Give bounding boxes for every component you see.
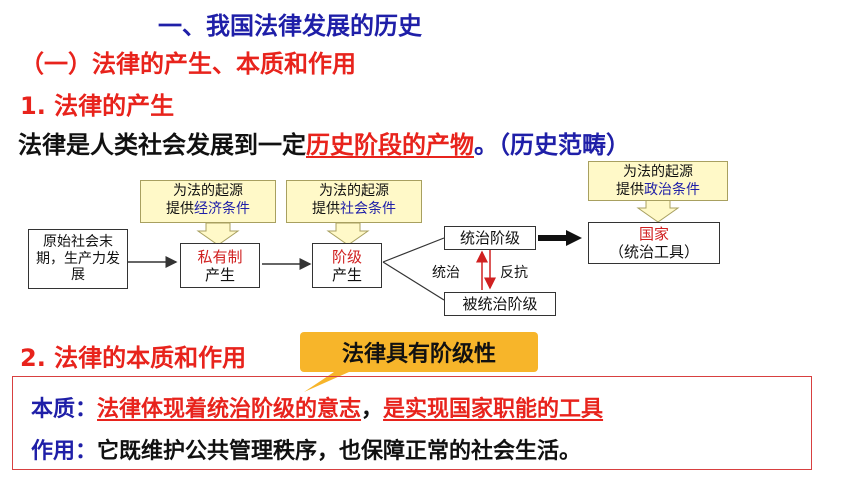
- essence-label: 本质：: [31, 397, 98, 422]
- branch-to-ruling: [382, 237, 445, 263]
- cond-economic-highlight: 经济条件: [194, 200, 250, 217]
- essence-part1: 法律体现着统治阶级的意志: [97, 397, 362, 422]
- state-sub: （统治工具）: [608, 243, 699, 261]
- class-box: 阶级 产生: [312, 243, 382, 288]
- cond-social: 为法的起源 提供社会条件: [286, 180, 422, 223]
- cond-social-prefix: 提供: [312, 200, 340, 217]
- ruled-class-box: 被统治阶级: [444, 292, 556, 316]
- branch-to-ruled: [382, 261, 445, 301]
- cond-economic-prefix: 提供: [166, 200, 194, 217]
- main-heading: 一、我国法律发展的历史: [158, 12, 422, 40]
- role-label: 作用：: [31, 439, 98, 464]
- callout-tail: [304, 368, 358, 392]
- cond-social-line1: 为法的起源: [319, 183, 389, 199]
- start-box: 原始社会末期，生产力发展: [28, 229, 128, 289]
- cond-arrow-3: [636, 199, 680, 223]
- origin-highlight: 历史阶段的产物: [306, 131, 474, 159]
- cond-political-highlight: 政治条件: [644, 181, 700, 198]
- origin-suffix: 。（历史范畴）: [474, 131, 630, 159]
- cond-arrow-1: [196, 222, 240, 246]
- essence-sep: ，: [361, 397, 384, 422]
- origin-prefix: 法律是人类社会发展到一定: [18, 131, 306, 159]
- role-row: 作用：它既维护公共管理秩序，也保障正常的社会生活。: [31, 433, 581, 465]
- private-ownership-sub: 产生: [204, 265, 235, 284]
- private-ownership-label: 私有制: [197, 247, 243, 266]
- subsection-heading-origin: 1. 法律的产生: [20, 92, 175, 120]
- cond-political-line1: 为法的起源: [623, 164, 693, 180]
- state-label: 国家: [638, 225, 669, 243]
- class-label: 阶级: [331, 247, 362, 266]
- cond-arrow-2: [326, 222, 370, 246]
- section-heading: （一）法律的产生、本质和作用: [20, 50, 356, 78]
- resist-label: 反抗: [500, 265, 528, 281]
- private-ownership-box: 私有制 产生: [180, 243, 260, 288]
- cond-political: 为法的起源 提供政治条件: [588, 161, 728, 201]
- arrow-to-state: [538, 230, 582, 246]
- essence-row: 本质：法律体现着统治阶级的意志，是实现国家职能的工具: [31, 391, 603, 423]
- subsection-heading-nature: 2. 法律的本质和作用: [20, 344, 247, 372]
- class-nature-callout: 法律具有阶级性: [300, 332, 538, 372]
- state-box: 国家 （统治工具）: [588, 222, 720, 264]
- ruling-class-box: 统治阶级: [444, 226, 536, 250]
- cond-economic: 为法的起源 提供经济条件: [140, 180, 276, 223]
- cond-political-prefix: 提供: [616, 181, 644, 198]
- class-sub: 产生: [331, 265, 362, 284]
- role-text: 它既维护公共管理秩序，也保障正常的社会生活。: [97, 439, 582, 464]
- essence-part2: 是实现国家职能的工具: [383, 397, 604, 422]
- rule-label: 统治: [432, 265, 460, 281]
- essence-role-panel: 本质：法律体现着统治阶级的意志，是实现国家职能的工具 作用：它既维护公共管理秩序…: [12, 376, 812, 470]
- cond-economic-line1: 为法的起源: [173, 183, 243, 199]
- origin-statement: 法律是人类社会发展到一定历史阶段的产物。（历史范畴）: [18, 125, 630, 160]
- cond-social-highlight: 社会条件: [340, 200, 396, 217]
